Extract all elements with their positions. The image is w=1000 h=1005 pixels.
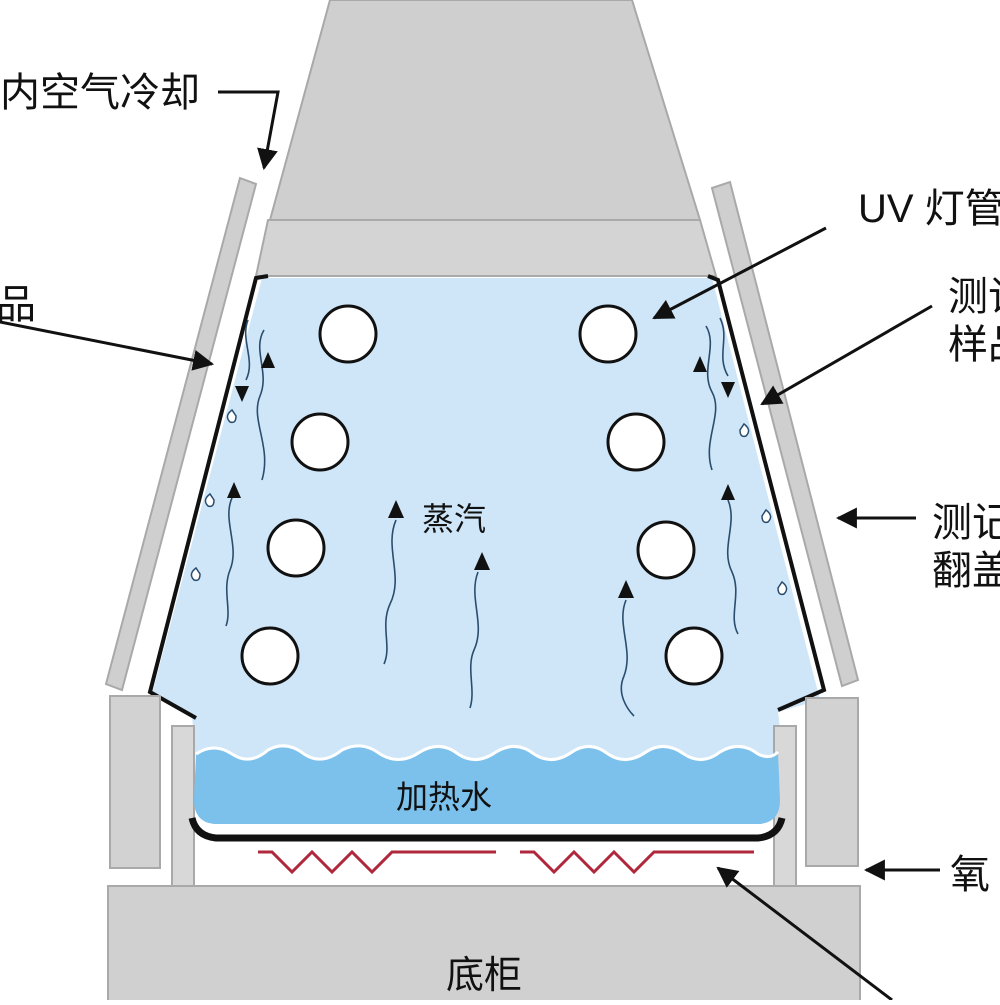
- label-base-cabinet: 底柜: [446, 955, 522, 997]
- label-flip-cover-line1: 测记: [932, 501, 1000, 545]
- water-surface: [195, 744, 780, 761]
- leader-air-cooling: [218, 90, 280, 171]
- water-drop: [761, 508, 772, 524]
- steam-arrow-up: [227, 482, 241, 498]
- water-drop: [190, 566, 201, 582]
- steam-lines: [225, 317, 739, 717]
- label-sample-right-line1: 测记: [948, 275, 1000, 319]
- pillar-left-inner: [171, 725, 195, 887]
- label-flip-cover-line2: 翻盖: [932, 549, 1000, 593]
- leader-heater: [716, 866, 893, 1002]
- uv-lamps: [240, 304, 724, 686]
- steam-line: [719, 317, 729, 377]
- leader-sample-left: [0, 320, 215, 371]
- steam-arrows: [227, 352, 735, 598]
- label-steam: 蒸汽: [422, 501, 486, 537]
- flip-cover-right: [710, 180, 860, 688]
- label-heated-water: 加热水: [396, 779, 492, 815]
- condensation-drops: [190, 408, 788, 596]
- heater-coil-right: [520, 849, 754, 875]
- water-drop: [739, 422, 750, 438]
- steam-line: [705, 325, 717, 471]
- steam-line: [383, 519, 397, 665]
- label-uv-lamp: UV 灯管: [858, 187, 1000, 231]
- sample-panel-right: [707, 274, 827, 712]
- steam-line: [726, 499, 739, 635]
- uv-lamp: [606, 412, 666, 472]
- label-sample-left: 品: [0, 283, 36, 327]
- steam-line: [469, 571, 480, 709]
- air-cooling-duct: [268, 0, 702, 221]
- steam-arrow-down: [235, 386, 249, 402]
- steam-line: [620, 599, 635, 717]
- test-chamber: [152, 278, 820, 760]
- flip-cover-left: [104, 176, 258, 692]
- steam-arrow-up: [721, 484, 735, 500]
- uv-lamp: [290, 412, 350, 472]
- steam-line: [256, 329, 266, 481]
- lamp-housing-top: [254, 219, 718, 277]
- base-cabinet: [107, 885, 861, 1005]
- steam-line: [225, 497, 234, 627]
- label-right-bottom: 氧: [950, 853, 990, 897]
- steam-line: [244, 319, 251, 381]
- pillar-right-outer: [805, 697, 859, 867]
- uv-lamp: [240, 626, 300, 686]
- steam-arrow-up: [474, 552, 490, 570]
- steam-arrow-up: [261, 352, 275, 368]
- uv-lamp: [318, 304, 378, 364]
- steam-arrow-up: [388, 500, 404, 518]
- pillar-left-outer: [109, 695, 161, 869]
- steam-arrow-up: [618, 580, 634, 598]
- sample-panel-left: [147, 274, 269, 720]
- leader-uv-lamp: [652, 226, 827, 320]
- steam-arrow-up: [693, 356, 707, 372]
- leader-sample-right: [760, 304, 933, 406]
- water-drop: [204, 492, 215, 508]
- label-air-cooling: 内空气冷却: [0, 71, 200, 115]
- label-sample-right-line2: 样品: [948, 323, 1000, 367]
- steam-arrow-down: [721, 382, 735, 398]
- uv-lamp: [578, 304, 638, 364]
- water-pan: [188, 817, 786, 842]
- heater-coil-left: [258, 849, 496, 875]
- heated-water: [194, 745, 780, 824]
- water-drop: [777, 580, 788, 596]
- uv-lamp: [664, 626, 724, 686]
- water-drop: [226, 408, 237, 424]
- uv-lamp: [266, 518, 326, 578]
- uv-lamp: [636, 520, 696, 580]
